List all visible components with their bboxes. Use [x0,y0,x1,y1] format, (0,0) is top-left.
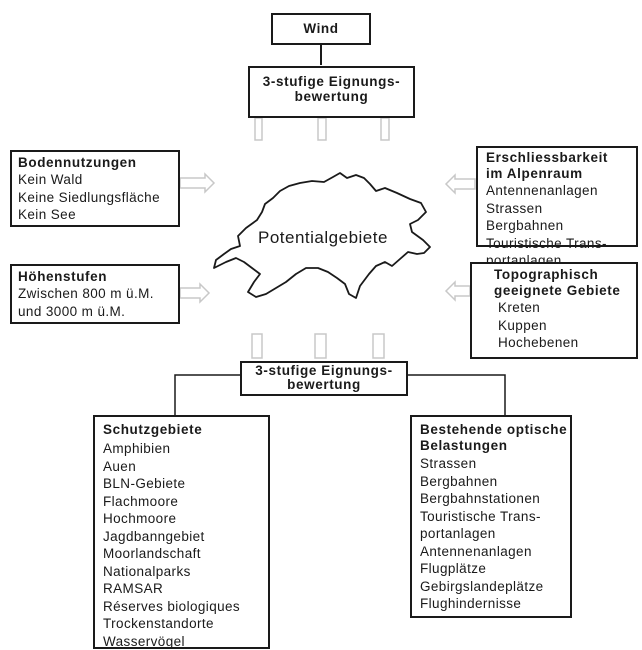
arrow-from-erschliessbarkeit [446,175,475,193]
list-item: Gebirgslandeplätze [420,578,570,596]
arrow-bottom-1 [252,334,262,358]
list-item: Bergbahnen [420,473,570,491]
erschliessbarkeit-box: Erschliessbarkeit im Alpenraum Antennena… [476,146,638,247]
list-item: Wasservögel [103,633,268,650]
erschliessbarkeit-item: Strassen [486,200,636,218]
wind-title: Wind [273,15,369,43]
bodennutzungen-item: Kein See [18,206,178,224]
top-arrows [255,118,389,140]
list-item: Flugplätze [420,560,570,578]
arrow-top-3 [381,118,389,140]
list-item: Flachmoore [103,493,268,511]
list-item: Hochmoore [103,510,268,528]
arrow-top-1 [255,118,262,140]
potentialgebiete-label: Potentialgebiete [258,228,388,248]
topographie-item: Kreten [494,299,636,317]
arrow-bottom-3 [373,334,384,358]
list-item: Strassen [420,455,570,473]
connector-to-belastungen [408,375,505,415]
erschliessbarkeit-item: Antennenanlagen [486,182,636,200]
bottom-rating-box: 3-stufige Eignungs- bewertung [240,361,408,396]
list-item: Bergbahnstationen [420,490,570,508]
connector-to-schutzgebiete [175,375,240,415]
list-item: Trockenstandorte [103,615,268,633]
topographie-title: Topographisch geeignete Gebiete [494,267,636,299]
list-item: Antennenanlagen [420,543,570,561]
bottom-arrows [252,334,384,358]
erschliessbarkeit-item: Touristische Trans- [486,235,636,253]
bodennutzungen-title: Bodennutzungen [18,155,178,171]
belastungen-box: Bestehende optische Belastungen Strassen… [410,415,572,618]
topographie-item: Kuppen [494,317,636,335]
arrow-from-hoehenstufen [180,284,209,302]
topographie-item: Hochebenen [494,334,636,352]
topographie-box: Topographisch geeignete Gebiete Kreten K… [470,262,638,359]
list-item: Auen [103,458,268,476]
arrow-from-topographie [446,282,470,300]
arrow-bottom-2 [315,334,326,358]
arrow-from-bodennutzungen [180,174,214,192]
bodennutzungen-item: Kein Wald [18,171,178,189]
list-item: Réserves biologiques [103,598,268,616]
list-item: BLN-Gebiete [103,475,268,493]
arrow-top-2 [318,118,326,140]
list-item: Amphibien [103,440,268,458]
list-item: Touristische Trans- [420,508,570,526]
hoehenstufen-item: und 3000 m ü.M. [18,303,178,321]
wind-box: Wind [271,13,371,45]
top-rating-title: 3-stufige Eignungs- bewertung [250,74,413,104]
list-item: Flughindernisse [420,595,570,613]
erschliessbarkeit-item: Bergbahnen [486,217,636,235]
hoehenstufen-box: Höhenstufen Zwischen 800 m ü.M. und 3000… [10,264,180,324]
top-rating-box: 3-stufige Eignungs- bewertung [248,66,415,118]
hoehenstufen-item: Zwischen 800 m ü.M. [18,285,178,303]
belastungen-title: Bestehende optische Belastungen [420,422,570,454]
list-item: Jagdbanngebiet [103,528,268,546]
list-item: portanlagen [420,525,570,543]
bodennutzungen-item: Keine Siedlungsfläche [18,189,178,207]
hoehenstufen-title: Höhenstufen [18,269,178,285]
bottom-rating-title: 3-stufige Eignungs- bewertung [242,364,406,392]
schutzgebiete-title: Schutzgebiete [103,422,268,438]
erschliessbarkeit-title: Erschliessbarkeit im Alpenraum [486,150,636,182]
list-item: Moorlandschaft [103,545,268,563]
list-item: RAMSAR [103,580,268,598]
list-item: Nationalparks [103,563,268,581]
bodennutzungen-box: Bodennutzungen Kein Wald Keine Siedlungs… [10,150,180,227]
